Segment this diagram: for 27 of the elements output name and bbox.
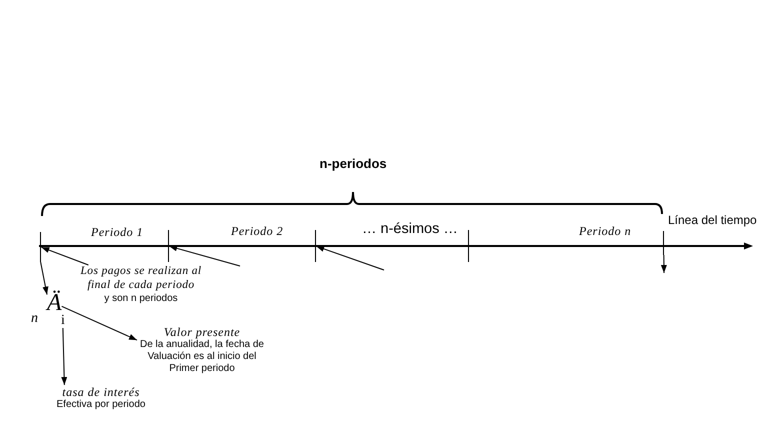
axis-label: Línea del tiempo xyxy=(668,214,757,228)
arrow xyxy=(40,262,48,296)
subscript-label: n xyxy=(31,312,38,326)
brace-label: n-periodos xyxy=(320,157,387,172)
arrow xyxy=(40,246,89,266)
tick-mark xyxy=(468,230,470,262)
arrow xyxy=(168,245,240,266)
arrow xyxy=(61,306,138,341)
period-label: … n-ésimos … xyxy=(362,221,458,238)
note-text: Los pagos se realizan al final de cada periodo xyxy=(80,265,202,293)
tick-mark xyxy=(40,232,42,262)
note-text: y son n periodos xyxy=(104,292,178,305)
period-label: Periodo 2 xyxy=(231,225,284,239)
annuity-symbol: Ä xyxy=(47,291,62,315)
note-text: De la anualidad, la fecha de Valuación es al inicio del Primer periodo xyxy=(139,339,265,376)
tick-mark xyxy=(168,230,170,262)
note-text: Efectiva por periodo xyxy=(56,399,146,412)
tick-mark xyxy=(663,231,664,255)
arrow xyxy=(316,246,384,270)
tick-mark xyxy=(315,230,316,262)
arrow xyxy=(660,254,667,274)
period-label: Periodo 1 xyxy=(91,226,144,240)
subscript-label: i xyxy=(61,314,65,328)
note-heading: Valor presente xyxy=(164,325,240,340)
arrow xyxy=(61,328,68,386)
note-heading: tasa de interés xyxy=(62,385,140,400)
period-label: Periodo n xyxy=(579,225,632,239)
